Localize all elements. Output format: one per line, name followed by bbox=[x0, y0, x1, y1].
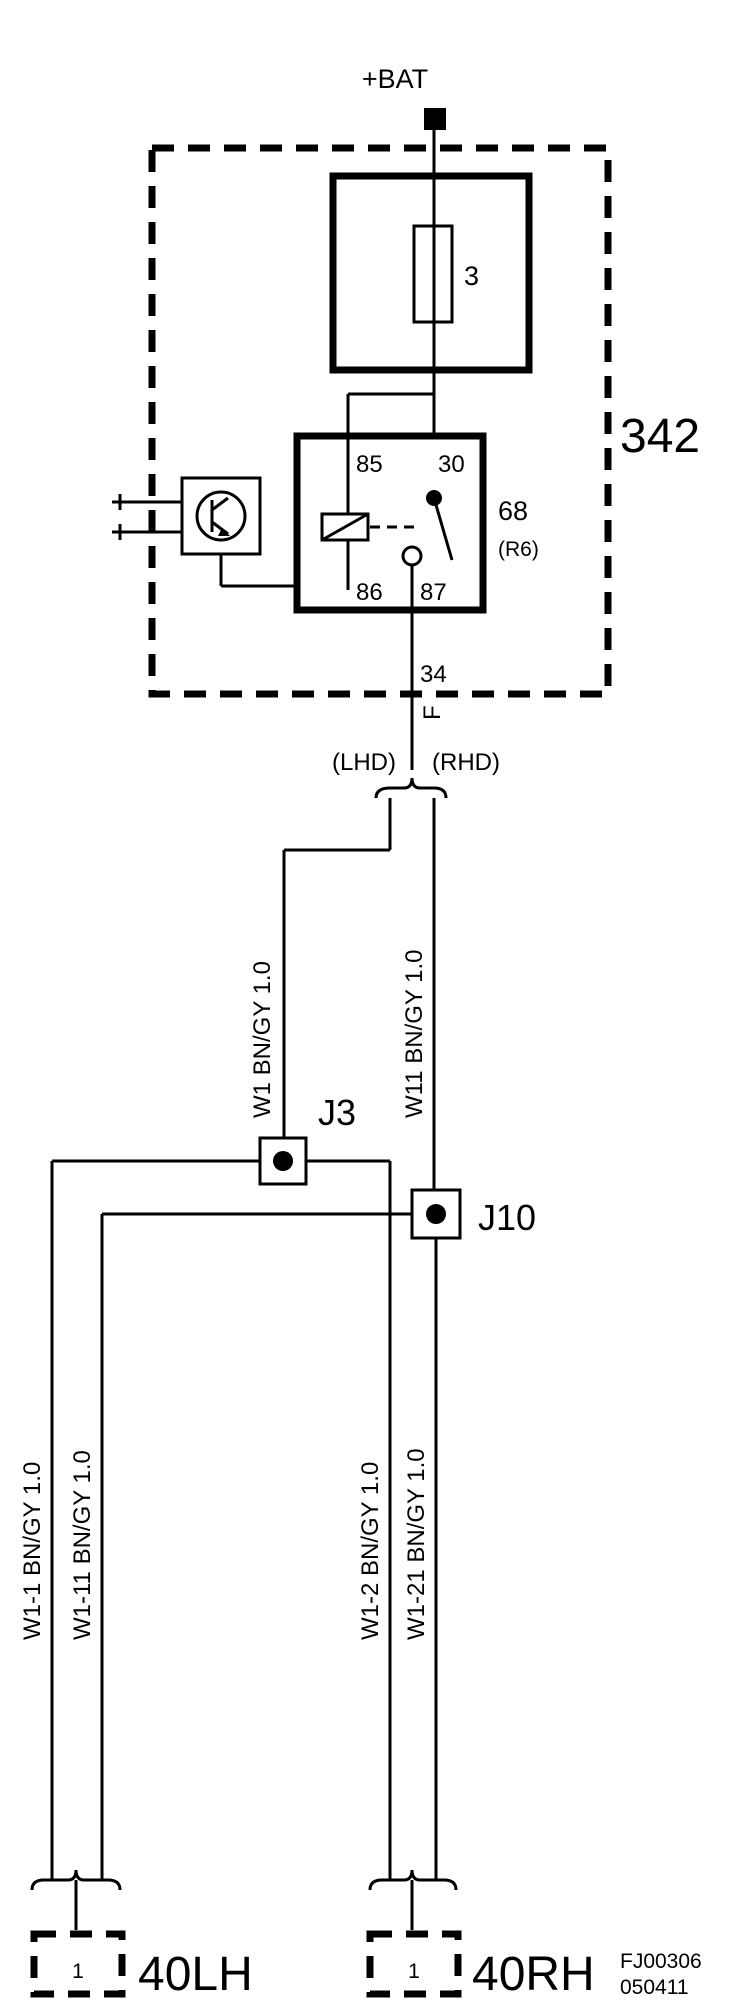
variant-lhd: (LHD) bbox=[332, 749, 396, 776]
variant-rhd: (RHD) bbox=[432, 749, 500, 776]
relay-switch-arm bbox=[432, 497, 454, 561]
connector-code: F bbox=[419, 705, 446, 720]
relay-pin-85: 85 bbox=[356, 451, 383, 478]
load-40lh-label: 40LH bbox=[138, 1948, 253, 2000]
load-40rh-pin: 1 bbox=[408, 1960, 420, 1983]
right-brace bbox=[368, 1869, 458, 1891]
load-40lh-pin: 1 bbox=[72, 1960, 84, 1983]
battery-terminal bbox=[424, 108, 446, 130]
wire-w1-21-label: W1-21 BN/GY 1.0 bbox=[403, 1448, 430, 1640]
left-brace bbox=[30, 1869, 122, 1891]
connector-pin: 34 bbox=[420, 661, 447, 688]
unit-id: 342 bbox=[620, 410, 700, 463]
junction-j10-label: J10 bbox=[478, 1197, 536, 1238]
load-40lh bbox=[30, 1930, 126, 1998]
figure-date: 050411 bbox=[620, 1976, 689, 1999]
relay-pin-87: 87 bbox=[420, 579, 447, 606]
relay-coil-mark bbox=[321, 512, 369, 542]
wire-w1-1-label: W1-1 BN/GY 1.0 bbox=[19, 1462, 46, 1640]
figure-code: FJ00306 bbox=[620, 1950, 702, 1973]
relay-pin-86: 86 bbox=[356, 579, 383, 606]
variant-brace bbox=[374, 777, 448, 799]
relay-pin-30: 30 bbox=[438, 451, 465, 478]
load-40rh bbox=[366, 1930, 462, 1998]
unit-enclosure bbox=[148, 144, 612, 698]
relay-id: 68 bbox=[498, 496, 528, 526]
relay-contact-87 bbox=[401, 545, 423, 567]
load-40rh-label: 40RH bbox=[472, 1948, 595, 2000]
junction-j3-label: J3 bbox=[318, 1092, 356, 1133]
fuse-box bbox=[329, 172, 533, 374]
relay-sub: (R6) bbox=[498, 538, 539, 561]
wire-w1-label: W1 BN/GY 1.0 bbox=[249, 961, 276, 1118]
wire-w11-label: W11 BN/GY 1.0 bbox=[401, 949, 428, 1118]
transistor-icon bbox=[195, 490, 247, 542]
wire-w1-11-label: W1-11 BN/GY 1.0 bbox=[69, 1450, 96, 1640]
fuse-number: 3 bbox=[464, 261, 479, 291]
battery-label: +BAT bbox=[362, 64, 428, 94]
wire-w1-2-label: W1-2 BN/GY 1.0 bbox=[357, 1462, 384, 1640]
